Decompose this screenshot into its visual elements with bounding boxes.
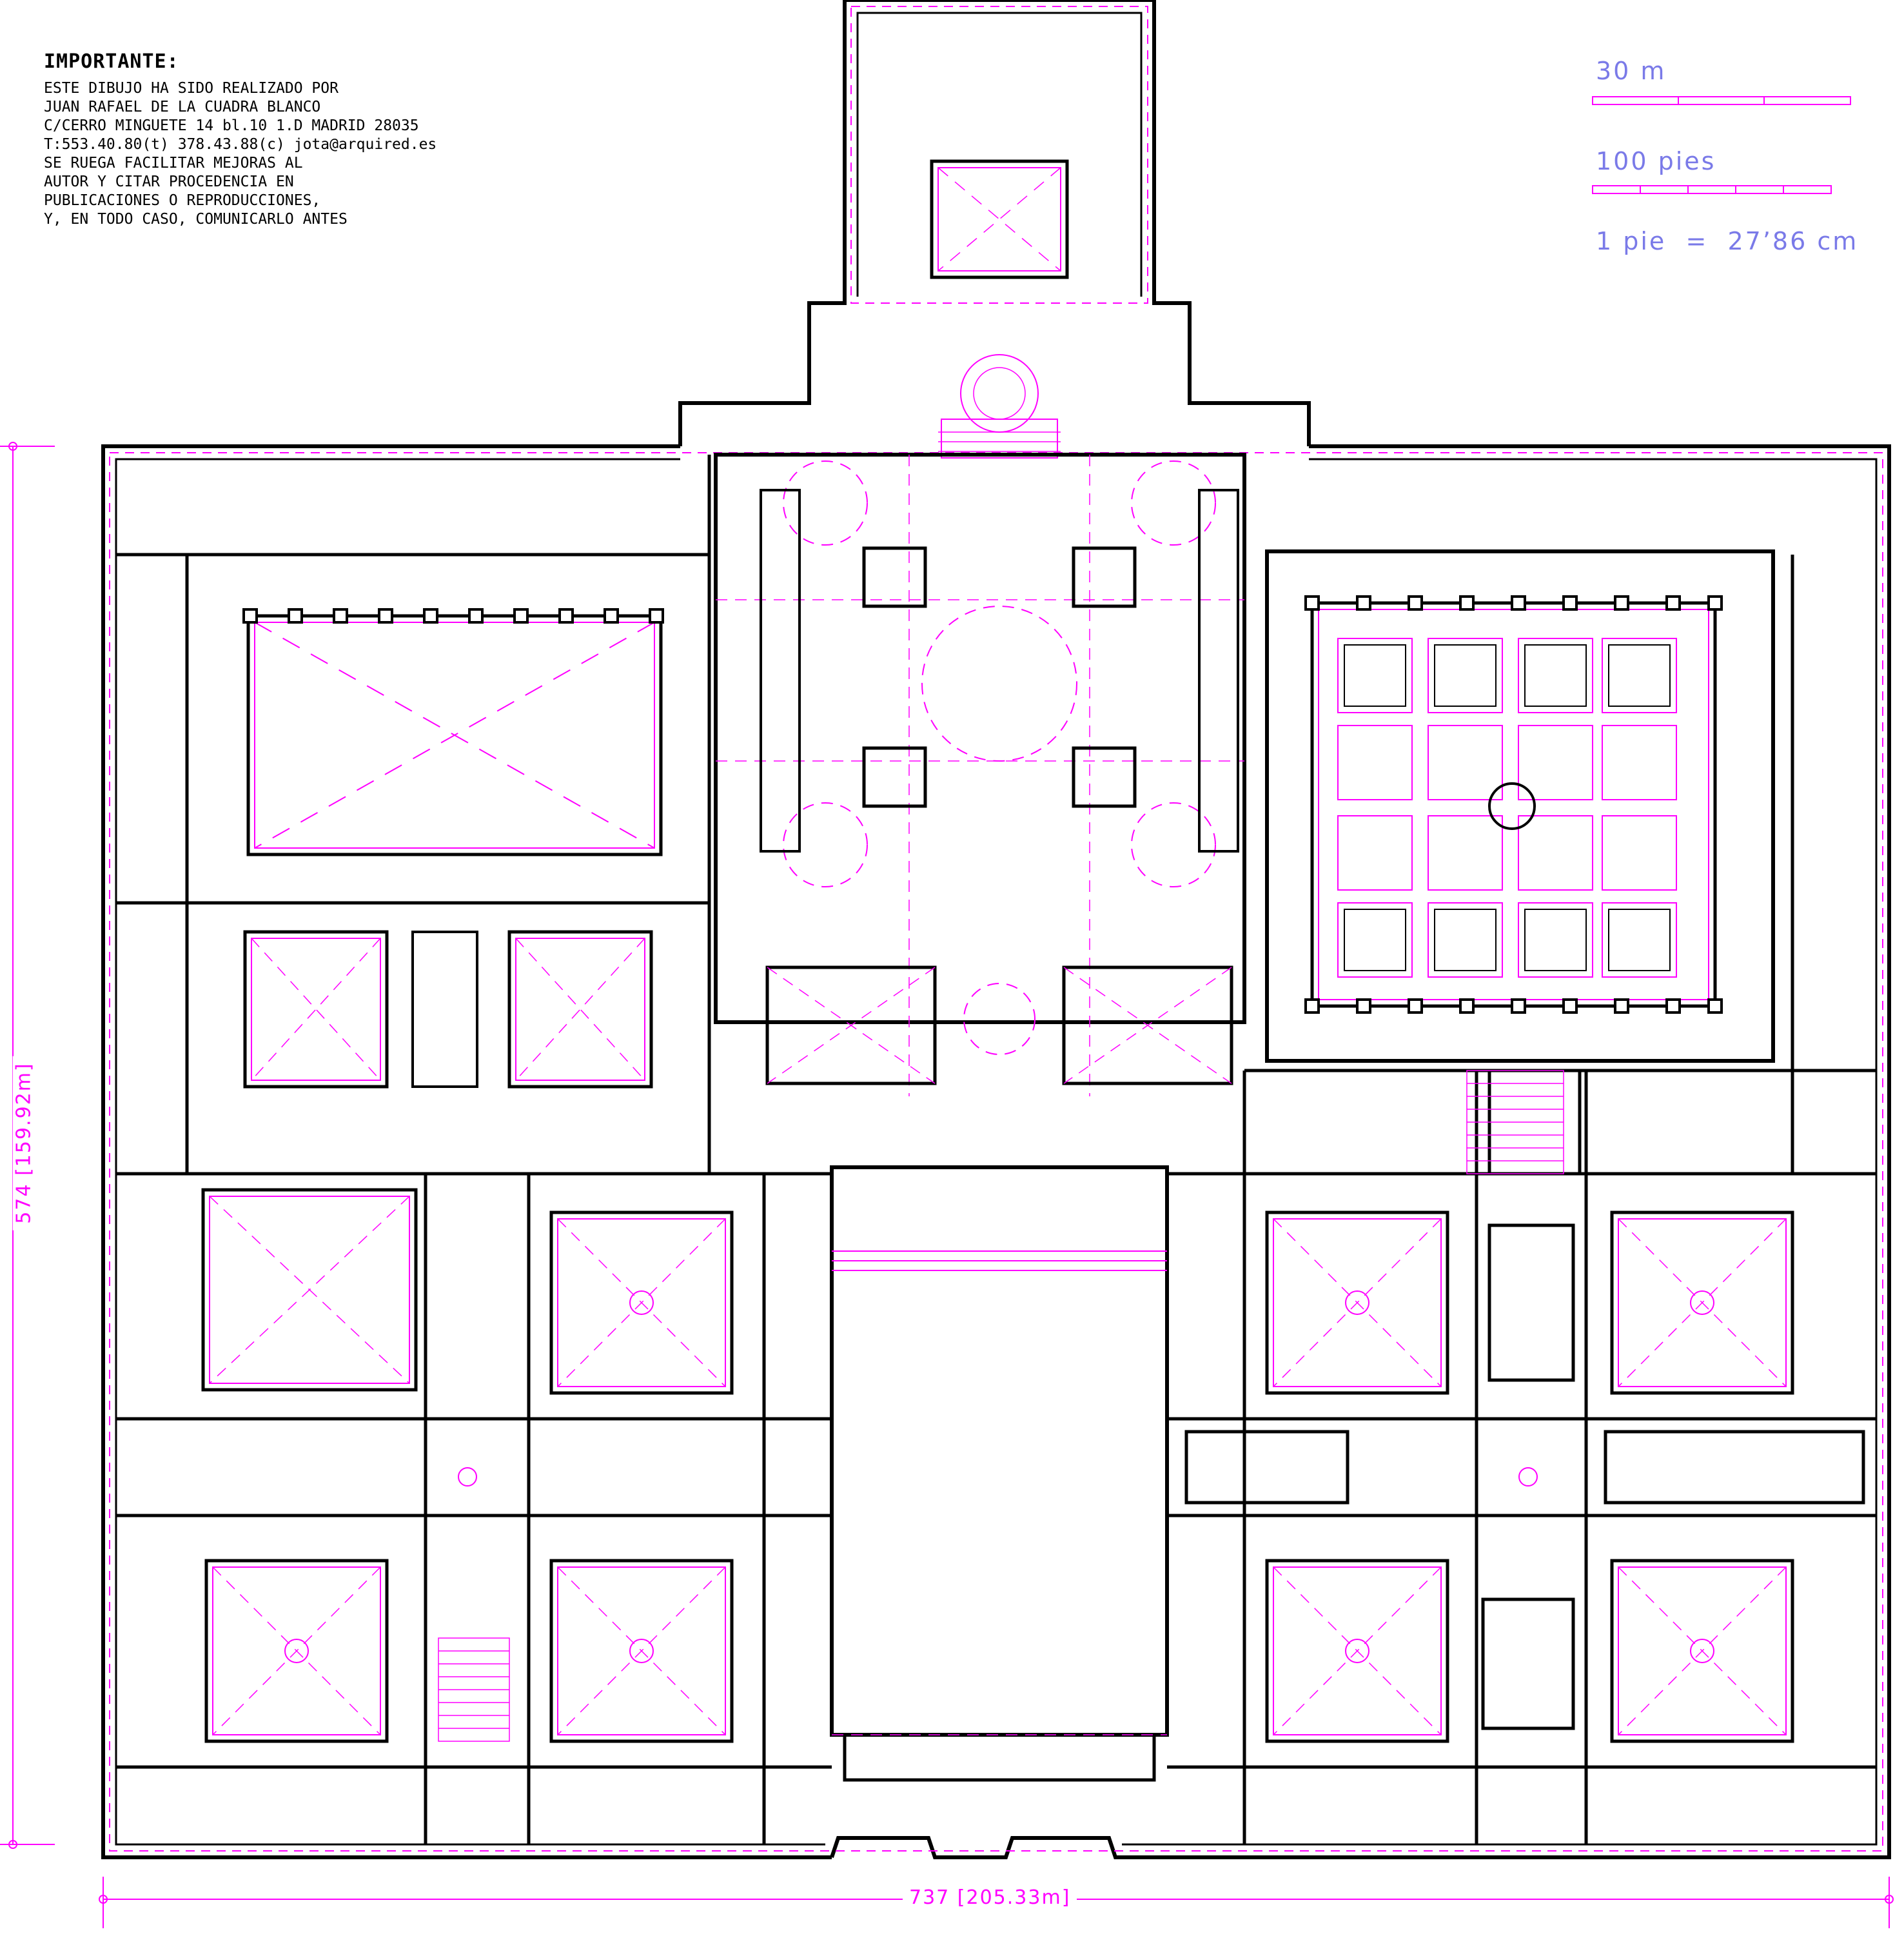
note-line: C/CERRO MINGUETE 14 bl.10 1.D MADRID 280… — [44, 117, 419, 134]
courtyards-middle-left — [201, 930, 653, 1392]
cloister-diagonals — [212, 1218, 1787, 1735]
scale-conversion-label: 1 pie = 27’86 cm — [1596, 227, 1859, 255]
cloister-right — [1265, 549, 1775, 1063]
scale-metric-label: 30 m — [1596, 57, 1667, 85]
note-line: ESTE DIBUJO HA SIDO REALIZADO POR — [44, 80, 339, 97]
note-heading: IMPORTANTE: — [44, 50, 179, 73]
basilica — [714, 453, 1246, 1096]
overlay-outline — [109, 6, 1883, 1852]
courtyard-upper-left — [246, 614, 663, 856]
lower-cloisters — [204, 1210, 1794, 1743]
stairs — [438, 431, 1564, 1742]
pilasters — [242, 595, 1723, 1014]
scale-bars — [1592, 96, 1851, 194]
upper-wing-court — [930, 159, 1069, 459]
scale-feet-label: 100 pies — [1596, 147, 1716, 175]
height-dimension-label: 574 [159.92m] — [12, 1056, 35, 1230]
note-line: JUAN RAFAEL DE LA CUADRA BLANCO — [44, 99, 321, 115]
fountain-markers — [284, 1290, 1714, 1663]
note-line: PUBLICACIONES O REPRODUCCIONES, — [44, 192, 321, 209]
note-line: AUTOR Y CITAR PROCEDENCIA EN — [44, 173, 294, 190]
note-line: Y, EN TODO CASO, COMUNICARLO ANTES — [44, 211, 348, 228]
width-dimension-label: 737 [205.33m] — [903, 1886, 1077, 1909]
note-line: T:553.40.80(t) 378.43.88(c) jota@arquire… — [44, 136, 437, 153]
author-note: IMPORTANTE: ESTE DIBUJO HA SIDO REALIZAD… — [44, 50, 437, 229]
central-court — [830, 1165, 1169, 1782]
perimeter-walls — [101, 0, 1891, 1859]
note-line: SE RUEGA FACILITAR MEJORAS AL — [44, 155, 303, 172]
